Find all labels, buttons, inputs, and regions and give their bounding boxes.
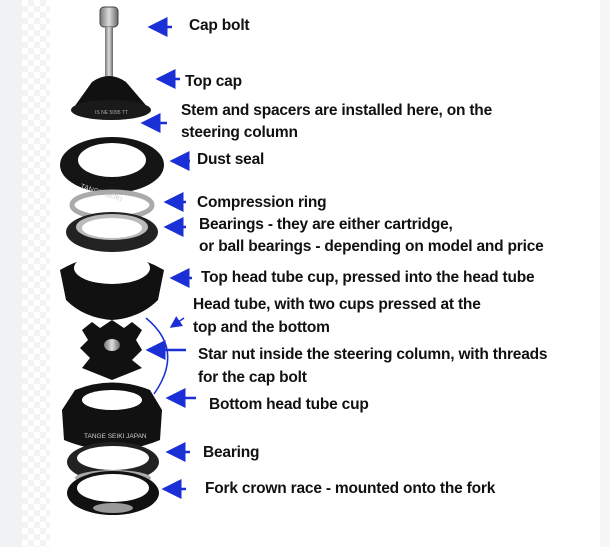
cap-bolt-part [99, 6, 119, 77]
crown-race-part [67, 471, 159, 515]
star-nut-part [80, 320, 142, 380]
label-stem-line2: steering column [181, 124, 298, 141]
label-bottom-cup: Bottom head tube cup [209, 396, 369, 413]
bottom-cup-part [62, 382, 162, 450]
label-top-cap: Top cap [185, 73, 242, 90]
transparency-pattern [22, 0, 50, 547]
label-bearings-line2: or ball bearings - depending on model an… [199, 238, 544, 255]
dust-seal-part: TANGE SEIKI [60, 137, 164, 203]
arrow-icon [169, 316, 185, 328]
label-cap-bolt: Cap bolt [189, 17, 250, 34]
label-bearing: Bearing [203, 444, 260, 461]
label-crown-race: Fork crown race - mounted onto the fork [205, 480, 496, 497]
left-gutter [0, 0, 22, 547]
label-bearings-line1: Bearings - they are either cartridge, [199, 216, 453, 233]
label-star-nut-line2: for the cap bolt [198, 369, 307, 386]
label-stem-line1: Stem and spacers are installed here, on … [181, 102, 492, 119]
label-head-tube-line2: top and the bottom [193, 319, 330, 336]
label-star-nut-line1: Star nut inside the steering column, wit… [198, 346, 548, 363]
label-compression-ring: Compression ring [197, 194, 327, 211]
label-top-cup: Top head tube cup, pressed into the head… [201, 269, 535, 286]
right-gutter [600, 0, 610, 547]
top-cup-part [60, 252, 164, 320]
label-head-tube-line1: Head tube, with two cups pressed at the [193, 296, 481, 313]
head-tube-bracket [145, 317, 169, 395]
top-cap-part: IS NE 5095 TT [71, 76, 151, 120]
bottom-cup-imprint: TANGE SEIKI JAPAN [84, 433, 147, 440]
svg-text:IS NE 5095 TT: IS NE 5095 TT [95, 110, 128, 116]
label-dust-seal: Dust seal [197, 151, 265, 168]
top-bearing-part [66, 212, 158, 252]
